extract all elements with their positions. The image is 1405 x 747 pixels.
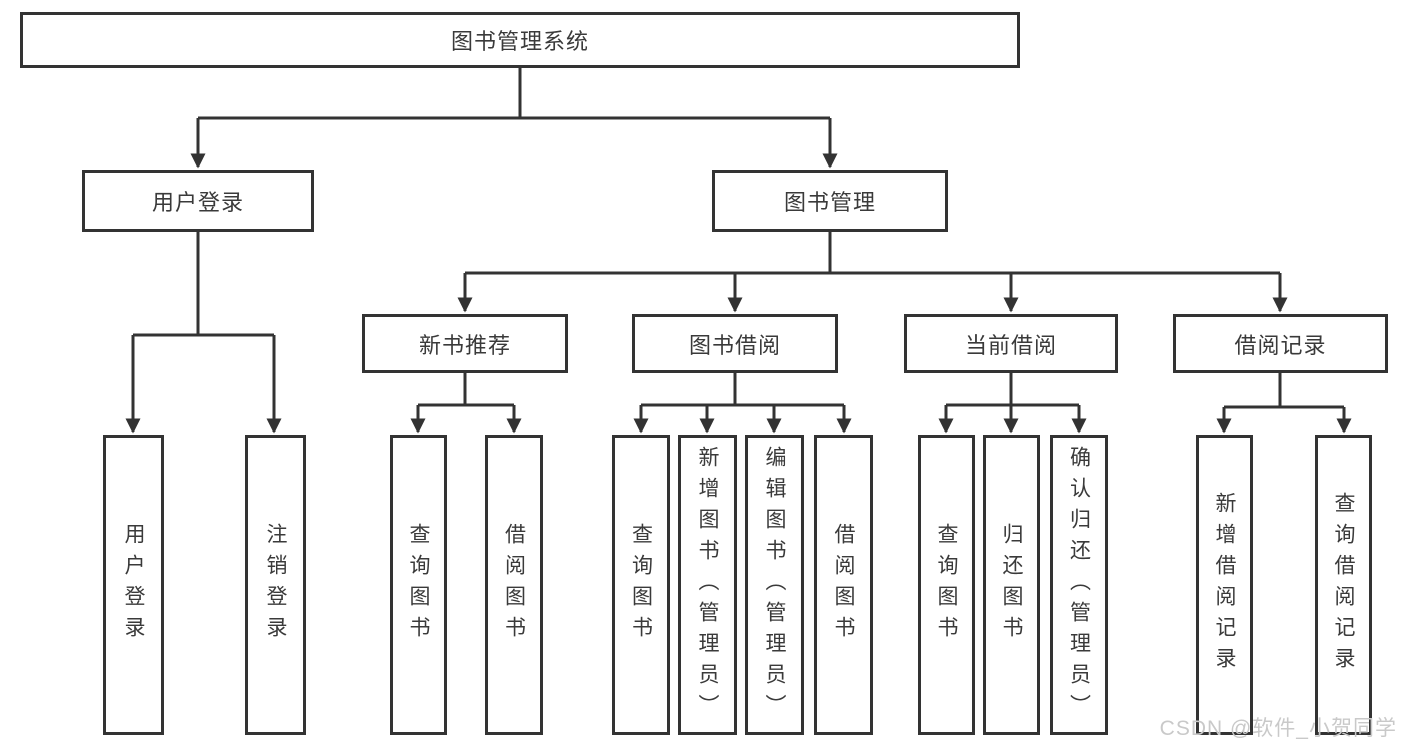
node-label: 新书推荐 (418, 332, 511, 358)
leaf-confirm-return-admin: 确认归还（管理员） (1050, 435, 1108, 735)
leaf-add-books-admin: 新增图书（管理员） (678, 435, 737, 735)
leaf-edit-books-admin: 编辑图书（管理员） (745, 435, 804, 735)
node-new-book-recommend: 新书推荐 (362, 314, 568, 373)
node-label: 用户登录 (122, 523, 145, 647)
node-label: 查询图书 (407, 523, 430, 647)
node-label: 借阅图书 (832, 523, 855, 647)
leaf-user-login: 用户登录 (103, 435, 164, 735)
node-label: 用户登录 (151, 190, 244, 215)
node-label: 图书管理系统 (450, 29, 589, 54)
node-label: 新增图书（管理员） (696, 445, 719, 725)
node-label: 图书借阅 (688, 332, 781, 358)
node-book-borrow: 图书借阅 (632, 314, 838, 373)
node-label: 归还图书 (1000, 523, 1023, 647)
node-label: 查询借阅记录 (1332, 492, 1355, 678)
node-label: 查询图书 (629, 523, 653, 647)
node-label: 确认归还（管理员） (1067, 445, 1091, 725)
csdn-watermark: CSDN @软件_小贺同学 (1159, 717, 1397, 740)
leaf-query-books-current: 查询图书 (918, 435, 975, 735)
node-user-login-branch: 用户登录 (82, 170, 314, 232)
node-current-borrow: 当前借阅 (904, 314, 1118, 373)
node-borrow-records: 借阅记录 (1173, 314, 1388, 373)
node-label: 借阅记录 (1234, 332, 1327, 358)
node-label: 查询图书 (935, 523, 958, 647)
node-label: 编辑图书（管理员） (763, 445, 786, 725)
leaf-query-books-recommend: 查询图书 (390, 435, 447, 735)
node-label: 新增借阅记录 (1213, 492, 1236, 678)
leaf-borrow-books-recommend: 借阅图书 (485, 435, 543, 735)
node-label: 当前借阅 (964, 332, 1057, 358)
node-label: 借阅图书 (502, 523, 526, 647)
leaf-query-books-borrow: 查询图书 (612, 435, 670, 735)
leaf-logout: 注销登录 (245, 435, 306, 735)
node-book-management-branch: 图书管理 (712, 170, 948, 232)
leaf-add-borrow-record: 新增借阅记录 (1196, 435, 1253, 735)
leaf-query-borrow-record: 查询借阅记录 (1315, 435, 1372, 735)
leaf-borrow-books: 借阅图书 (814, 435, 873, 735)
node-root-system: 图书管理系统 (20, 12, 1020, 68)
node-label: 注销登录 (264, 523, 287, 647)
leaf-return-books: 归还图书 (983, 435, 1040, 735)
node-label: 图书管理 (783, 190, 876, 215)
